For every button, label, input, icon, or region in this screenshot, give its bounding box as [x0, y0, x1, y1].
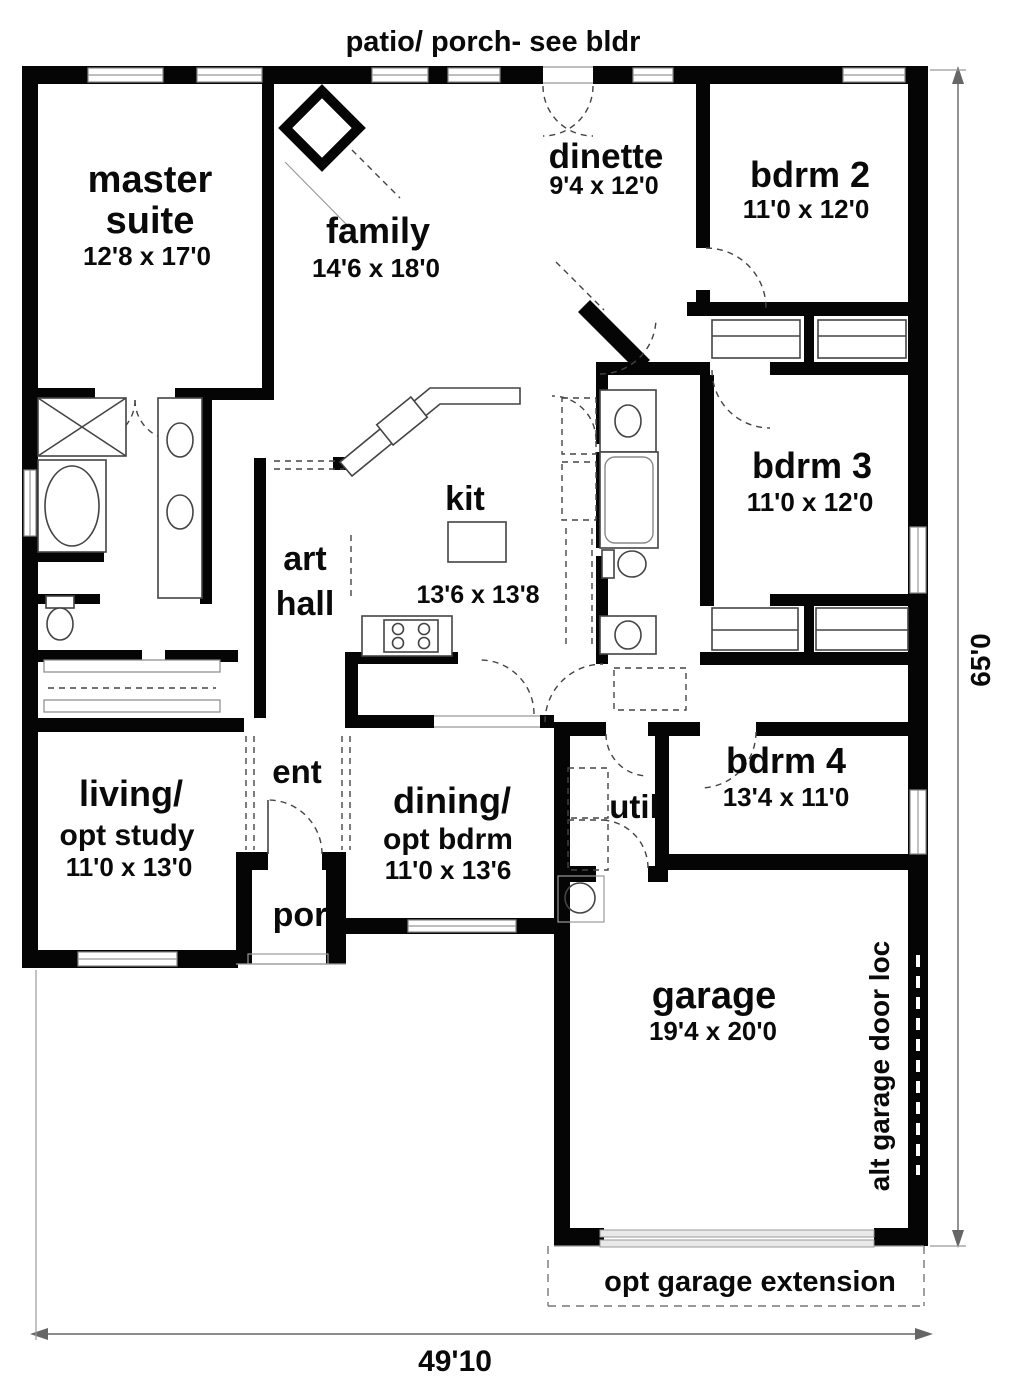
label-living: opt study [60, 819, 195, 852]
label-utility: util [609, 788, 658, 825]
dims-dining: 11'0 x 13'6 [385, 855, 512, 885]
kitchen-sink [375, 395, 429, 447]
porch-step [247, 953, 329, 965]
porch-and-garage-door [236, 953, 875, 1248]
fireplace [278, 84, 366, 172]
toilet-tank [601, 549, 615, 579]
label-entry: ent [272, 753, 322, 790]
tub [599, 451, 659, 549]
dims-family: 14'6 x 18'0 [312, 253, 440, 283]
overall-height-dimension: 65'0 [965, 633, 996, 686]
dims-kitchen: 13'6 x 13'8 [416, 581, 539, 609]
refrigerator [561, 461, 597, 521]
range-counter [361, 615, 453, 657]
dims-bdrm4: 13'4 x 11'0 [723, 782, 850, 812]
closet-shelf [43, 699, 221, 713]
dims-bdrm2: 11'0 x 12'0 [743, 194, 870, 224]
windows [23, 66, 927, 967]
vanity [599, 389, 657, 453]
double-vanity [157, 397, 203, 599]
garage-door [599, 1229, 875, 1238]
label-bdrm4: bdrm 4 [726, 740, 846, 781]
dims-bdrm3: 11'0 x 12'0 [747, 487, 874, 517]
washer [567, 767, 609, 819]
closet-shelf [43, 659, 221, 673]
label-art-hall: art [283, 540, 326, 578]
water-heater-platform [557, 875, 605, 923]
label-kitchen: kit [445, 480, 485, 518]
island [447, 521, 507, 563]
vanity [599, 615, 657, 655]
toilet-bowl [46, 607, 74, 641]
label-bdrm3: bdrm 3 [752, 445, 872, 486]
interior-walls [22, 66, 928, 882]
label-porch: por [273, 896, 328, 934]
garden-tub [37, 459, 107, 553]
label-family: family [326, 210, 430, 251]
water-heater [564, 882, 596, 914]
kitchen-fixtures [338, 387, 597, 657]
label-dining: dining/ [393, 780, 511, 821]
labels: patio/ porch- see bldr master suite 12'8… [60, 26, 997, 1378]
toilet-tank [45, 595, 75, 609]
dims-dinette: 9'4 x 12'0 [549, 172, 658, 200]
counter [338, 387, 521, 478]
label-master-suite: suite [106, 200, 195, 242]
overall-width-dimension: 49'10 [418, 1345, 492, 1378]
dryer [567, 819, 609, 871]
garage-door [599, 1239, 875, 1248]
master-bath-fixtures [37, 397, 221, 713]
dims-living: 11'0 x 13'0 [66, 852, 193, 882]
dims-garage: 19'4 x 20'0 [649, 1016, 777, 1046]
label-dinette: dinette [549, 137, 664, 176]
hall-bath-fixtures [599, 389, 659, 655]
utility-fixtures [557, 767, 609, 923]
alt-garage-door-annotation: alt garage door loc [864, 941, 895, 1192]
dims-master-suite: 12'8 x 17'0 [83, 241, 211, 271]
label-master-suite: master [88, 159, 213, 201]
pantry [561, 397, 597, 455]
label-dining: opt bdrm [383, 823, 513, 856]
opt-garage-extension-annotation: opt garage extension [604, 1266, 896, 1298]
label-art-hall: hall [276, 585, 335, 623]
range [383, 619, 439, 653]
toilet-bowl [617, 550, 647, 578]
patio-annotation: patio/ porch- see bldr [346, 26, 641, 58]
label-garage: garage [652, 975, 777, 1017]
dimension-lines [30, 66, 966, 1340]
label-bdrm2: bdrm 2 [750, 154, 870, 195]
label-living: living/ [79, 773, 183, 814]
bedroom-closets [711, 319, 909, 651]
